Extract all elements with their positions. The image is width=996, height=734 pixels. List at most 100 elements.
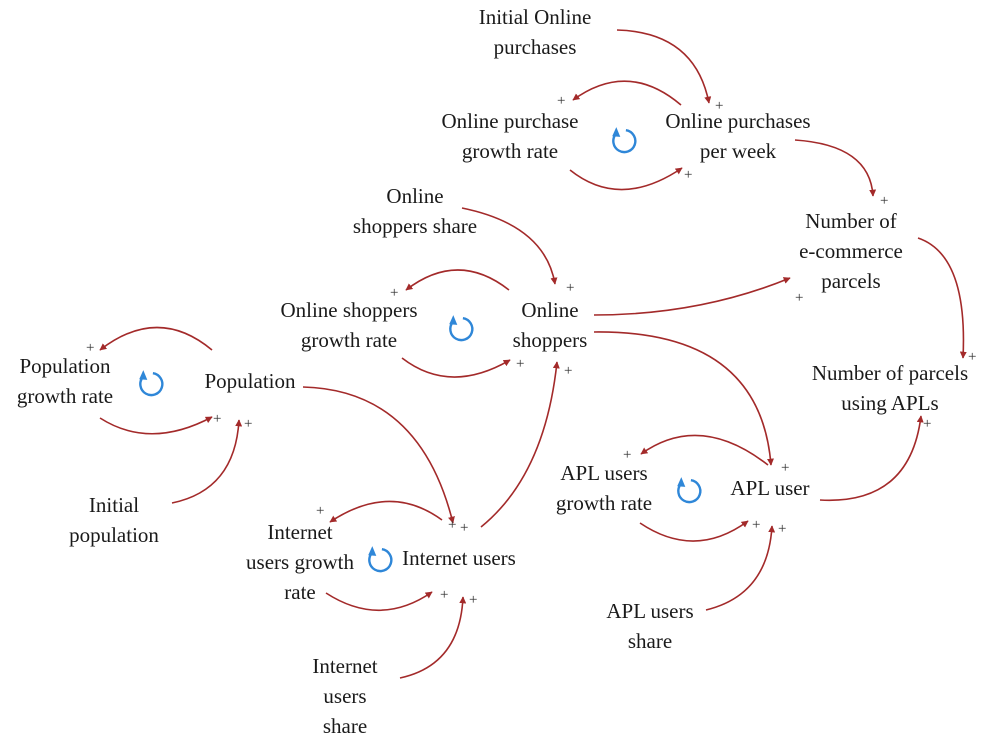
polarity-sign: +: [923, 416, 932, 432]
node-label-line: Internet: [267, 520, 333, 544]
node-online-shoppers-growth-rate: Online shoppers growth rate: [258, 295, 440, 355]
link-online-shoppers-to-ecommerce-parcels: [593, 277, 791, 316]
link-initial-population-to-population: [171, 419, 243, 504]
counterclockwise-loop-icon: [368, 546, 393, 573]
node-label-line: Population: [19, 354, 111, 378]
polarity-sign: +: [564, 363, 573, 379]
node-label-line: growth rate: [555, 491, 653, 515]
node-label-line: Number of parcels: [811, 361, 969, 385]
node-internet-users: Internet users: [384, 543, 534, 573]
link-apl-users-growth-rate-to-apl-user: [639, 520, 749, 542]
node-label-line: share: [627, 629, 673, 653]
polarity-sign: +: [566, 280, 575, 296]
node-online-shoppers: Online shoppers: [495, 295, 605, 355]
node-internet-users-share: Internet users share: [290, 651, 400, 734]
node-label-line: using APLs: [841, 391, 939, 415]
polarity-sign: +: [316, 503, 325, 519]
polarity-sign: +: [557, 93, 566, 109]
link-purchase-growth-rate-to-purchases-per-week: [569, 167, 683, 191]
link-shoppers-share-to-online-shoppers: [461, 207, 558, 285]
node-apl-user: APL user: [712, 473, 828, 503]
node-apl-users-growth-rate: APL users growth rate: [534, 458, 674, 518]
link-shoppers-growth-rate-to-online-shoppers: [401, 357, 511, 378]
node-number-of-parcels-using-apls: Number of parcels using APLs: [800, 358, 980, 418]
link-ecommerce-parcels-to-parcels-using-apls: [917, 237, 967, 359]
node-label-line: Online shoppers: [280, 298, 418, 322]
node-label-line: users: [323, 684, 367, 708]
node-online-purchases-per-week: Online purchases per week: [645, 106, 831, 166]
polarity-sign: +: [795, 290, 804, 306]
link-internet-users-share-to-internet-users: [399, 596, 467, 679]
node-label-line: share: [322, 714, 368, 734]
node-label-line: rate: [284, 580, 316, 604]
node-label-line: APL users: [560, 461, 648, 485]
counterclockwise-loop-icon: [612, 127, 637, 154]
polarity-sign: +: [460, 520, 469, 536]
counterclockwise-loop-icon: [677, 477, 702, 504]
node-label-line: e-commerce: [799, 239, 903, 263]
node-label-line: growth rate: [461, 139, 559, 163]
polarity-sign: +: [880, 193, 889, 209]
link-apl-users-share-to-apl-user: [705, 525, 776, 611]
polarity-sign: +: [244, 416, 253, 432]
counterclockwise-loop-icon: [449, 315, 474, 342]
polarity-sign: +: [684, 167, 693, 183]
polarity-sign: +: [440, 587, 449, 603]
node-online-shoppers-share: Online shoppers share: [330, 181, 500, 241]
polarity-sign: +: [968, 349, 977, 365]
node-label-line: Online purchases: [665, 109, 811, 133]
node-internet-users-growth-rate: Internet users growth rate: [238, 517, 362, 607]
node-initial-population: Initial population: [50, 490, 178, 550]
node-label-line: growth rate: [16, 384, 114, 408]
polarity-sign: +: [778, 521, 787, 537]
node-population: Population: [190, 366, 310, 396]
polarity-sign: +: [623, 447, 632, 463]
polarity-sign: +: [213, 411, 222, 427]
link-population-growth-rate-to-population: [99, 416, 213, 435]
link-internet-users-to-online-shoppers: [480, 361, 560, 528]
polarity-sign: +: [469, 592, 478, 608]
link-apl-user-to-apl-users-growth-rate: [640, 434, 769, 466]
node-initial-online-purchases: Initial Online purchases: [450, 2, 620, 62]
node-label-line: purchases: [493, 35, 577, 59]
node-label-line: Online purchase: [441, 109, 579, 133]
node-label-line: Internet: [312, 654, 378, 678]
link-population-to-internet-users: [302, 386, 455, 524]
polarity-sign: +: [448, 517, 457, 533]
node-label-line: users growth: [246, 550, 354, 574]
counterclockwise-loop-icon: [139, 370, 164, 397]
node-label-line: Initial Online: [478, 5, 592, 29]
node-label-line: Online: [521, 298, 579, 322]
node-label-line: Initial: [88, 493, 140, 517]
node-label-line: growth rate: [300, 328, 398, 352]
link-purchases-per-week-to-purchase-growth-rate: [572, 80, 682, 106]
node-label-line: APL user: [730, 476, 810, 500]
link-initial-purchases-to-purchases-per-week: [616, 29, 712, 104]
node-label-line: Number of: [805, 209, 897, 233]
node-label-line: parcels: [821, 269, 881, 293]
node-label-line: Population: [204, 369, 296, 393]
link-online-shoppers-to-apl-user: [593, 331, 774, 466]
node-population-growth-rate: Population growth rate: [2, 351, 128, 411]
node-label-line: Online: [386, 184, 444, 208]
link-population-to-population-growth-rate: [99, 326, 213, 351]
node-label-line: population: [69, 523, 159, 547]
node-online-purchase-growth-rate: Online purchase growth rate: [420, 106, 600, 166]
node-label-line: shoppers: [512, 328, 588, 352]
polarity-sign: +: [781, 460, 790, 476]
node-label-line: Internet users: [402, 546, 516, 570]
polarity-sign: +: [752, 517, 761, 533]
link-internet-users-growth-rate-to-internet-users: [325, 591, 433, 611]
polarity-sign: +: [390, 285, 399, 301]
link-online-shoppers-to-shoppers-growth-rate: [405, 269, 510, 291]
node-label-line: per week: [699, 139, 777, 163]
node-label-line: shoppers share: [352, 214, 478, 238]
polarity-sign: +: [516, 356, 525, 372]
link-purchases-per-week-to-ecommerce-parcels: [794, 139, 877, 197]
polarity-sign: +: [86, 340, 95, 356]
link-apl-user-to-parcels-using-apls: [819, 415, 924, 502]
node-number-of-ecommerce-parcels: Number of e-commerce parcels: [776, 206, 926, 296]
node-label-line: APL users: [606, 599, 694, 623]
